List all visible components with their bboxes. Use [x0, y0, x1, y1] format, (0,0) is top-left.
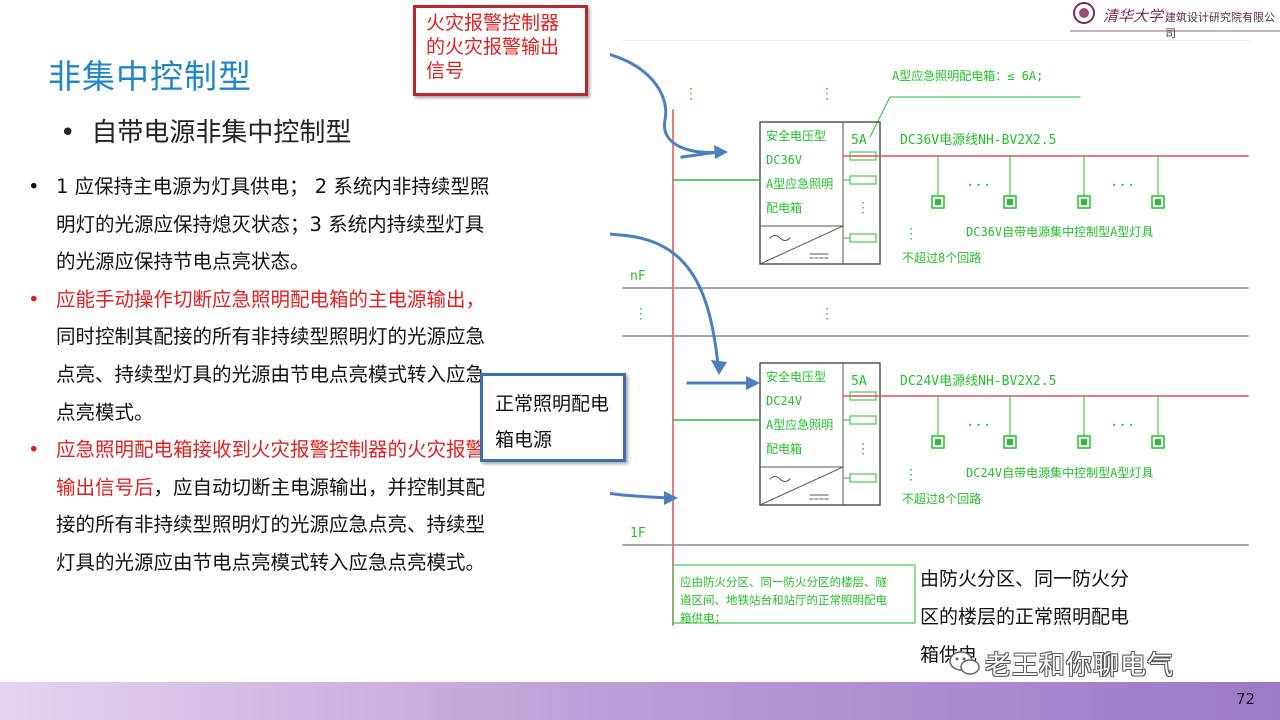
lamp-icon — [1003, 435, 1017, 449]
bullet-item-1: • 1 应保持主电源为灯具供电； 2 系统内非持续型照明灯的光源应保持熄灭状态；3… — [28, 168, 498, 281]
riser-vdots-2: ⋮ — [820, 86, 834, 102]
fire-signal-arrow-1b — [680, 150, 720, 159]
institute-name: 建筑设计研究院有限公司 — [1165, 11, 1275, 40]
watermark-text: 老王和你聊电气 — [985, 651, 1175, 681]
top-note-leader — [869, 96, 1081, 138]
logo-text: 清华大学 — [1103, 7, 1164, 25]
wiring-diagram: A型应急照明配电箱：≤ 6A; nF 1F 安全电压型 DC36V A型应急照明… — [610, 40, 1251, 626]
box1-breaker-1 — [849, 151, 877, 161]
top-note: A型应急照明配电箱：≤ 6A; — [892, 68, 1043, 83]
fire-alarm-callout: 火灾报警控制器的火灾报警输出信号 — [413, 5, 588, 96]
subtitle-text: 自带电源非集中控制型 — [91, 118, 352, 148]
riser-vdots-1: ⋮ — [684, 86, 698, 102]
supply-note: 由防火分区、同一防火分区的楼层的正常照明配电箱供电 — [920, 568, 1130, 666]
box2-ellipsis: ... — [966, 414, 991, 430]
fire-signal-arrow-1 — [610, 53, 722, 155]
university-seal-icon — [1073, 2, 1095, 24]
bullet-text: 1 应保持主电源为灯具供电； 2 系统内非持续型照明灯的光源应保持熄灭状态；3 … — [56, 175, 490, 274]
floor-vdots-1: ⋮ — [634, 306, 648, 322]
arrowhead-icon — [664, 491, 678, 505]
box2-cable-label: DC24V电源线NH-BV2X2.5 — [900, 374, 1056, 389]
bottom-note-line-1: 应由防火分区、同一防火分区的楼层、隧 — [680, 575, 887, 589]
box1-line-2: DC36V — [766, 153, 802, 167]
floor-label-nf: nF — [630, 269, 646, 284]
box1-ellipsis-2: ... — [1110, 174, 1135, 190]
lamp-icon — [1003, 195, 1017, 209]
bullet-text: 同时控制其配接的所有非持续型照明灯的光源应急点亮、持续型灯具的光源由节电点亮模式… — [56, 325, 486, 424]
box1-ac-symbol — [769, 235, 791, 241]
arrowhead-icon — [714, 145, 728, 159]
normal-power-callout: 正常照明配电箱电源 — [480, 373, 626, 462]
slide-title: 非集中控制型 — [48, 57, 252, 96]
bullet-marker: • — [28, 438, 40, 462]
bullet-item-2: • 应能手动操作切断应急照明配电箱的主电源输出， 同时控制其配接的所有非持续型照明灯… — [28, 281, 498, 431]
box1-line-3: A型应急照明 — [766, 176, 833, 191]
bottom-note-box — [672, 564, 916, 624]
bullet-list: • 1 应保持主电源为灯具供电； 2 系统内非持续型照明灯的光源应保持熄灭状态；3… — [28, 168, 498, 582]
arrowhead-icon — [746, 376, 760, 390]
bottom-note-line-2: 道区间、地铁站台和站厅的正常照明配电 — [680, 593, 887, 607]
normal-power-arrow — [610, 491, 670, 500]
box1-cable-label: DC36V电源线NH-BV2X2.5 — [900, 133, 1056, 148]
box1-breaker-3 — [849, 233, 877, 243]
box1-vdots: ⋮ — [904, 226, 918, 242]
lamp-icon — [931, 195, 945, 209]
lamp-icon — [1151, 435, 1165, 449]
box2-ellipsis-2: ... — [1110, 414, 1135, 430]
box2-breaker-label: 5A — [851, 374, 867, 389]
bullet-marker: • — [28, 287, 40, 311]
box1-lamps — [931, 195, 1165, 209]
box2-breaker-3 — [849, 473, 877, 483]
box2-line-1: 安全电压型 — [766, 369, 826, 384]
box2-circuits: 不超过8个回路 — [902, 491, 981, 506]
lamp-icon — [1077, 435, 1091, 449]
box1-line-1: 安全电压型 — [766, 128, 826, 143]
box2-outline — [759, 362, 881, 506]
lamp-icon — [1151, 195, 1165, 209]
subtitle-bullet: • — [60, 118, 76, 148]
floor-vdots-2: ⋮ — [820, 306, 834, 322]
box1-psu-diag — [759, 225, 844, 265]
box2-ac-symbol — [769, 476, 791, 482]
box2-lamp-drops — [937, 395, 1159, 437]
header-bar — [1070, 0, 1280, 32]
box1-circuits: 不超过8个回路 — [902, 250, 981, 265]
box1-breaker-label: 5A — [851, 133, 867, 148]
bullet-marker: • — [28, 175, 40, 198]
box1-outline — [759, 121, 881, 265]
footer-bar — [0, 682, 1280, 720]
box2-line-2: DC24V — [766, 394, 802, 408]
bullet-text: ，应自动切断主电源输出，并控制其配接的所有非持续型照明灯的光源应急点亮、持续型灯… — [56, 475, 486, 574]
box2-breaker-2 — [849, 415, 877, 425]
box1-vdots-2: ⋮ — [856, 200, 870, 216]
box2-lamps — [931, 435, 1165, 449]
box2-vdots: ⋮ — [904, 467, 918, 483]
page-number: 72 — [1236, 690, 1256, 708]
box2-breaker-1 — [849, 391, 877, 401]
fire-signal-arrow-2 — [610, 232, 720, 367]
floor-label-1f: 1F — [630, 526, 646, 541]
box2-psu-diag — [759, 466, 844, 506]
box1-line-4: 配电箱 — [766, 200, 802, 215]
box2-vdots-2: ⋮ — [856, 441, 870, 457]
bullet-text-red: 应能手动操作切断应急照明配电箱的主电源输出， — [56, 287, 486, 311]
box2-line-4: 配电箱 — [766, 441, 802, 456]
arrowhead-icon — [711, 360, 727, 375]
lamp-icon — [1077, 195, 1091, 209]
box1-ellipsis: ... — [966, 174, 991, 190]
bullet-text-red: 应急照明配电箱接收到火灾报警控制器的火灾报警输出信号后 — [56, 438, 486, 499]
wechat-icon — [949, 651, 980, 675]
bullet-item-3: • 应急照明配电箱接收到火灾报警控制器的火灾报警输出信号后，应自动切断主电源输出，… — [28, 431, 498, 581]
box1-lamp-drops — [937, 155, 1159, 197]
slide-subtitle: • 自带电源非集中控制型 — [60, 112, 351, 149]
box2-line-3: A型应急照明 — [766, 417, 833, 432]
bottom-note-line-3: 箱供电； — [680, 611, 726, 625]
box1-lamp-note: DC36V自带电源集中控制型A型灯具 — [966, 224, 1153, 239]
box2-lamp-note: DC24V自带电源集中控制型A型灯具 — [966, 465, 1153, 480]
lamp-icon — [931, 435, 945, 449]
box1-breaker-2 — [849, 175, 877, 185]
